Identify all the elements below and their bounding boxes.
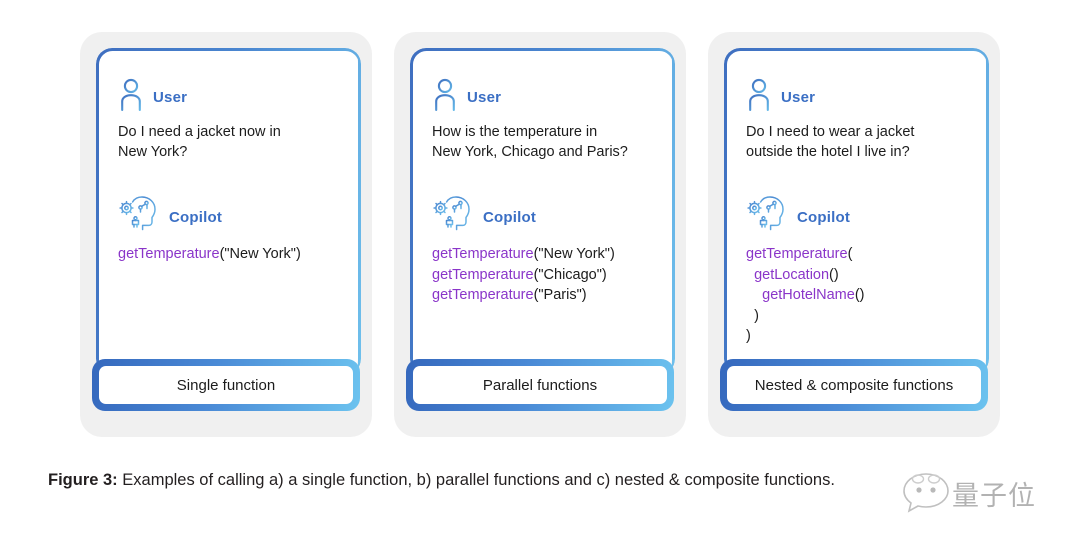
code-function-name: getTemperature — [746, 246, 848, 263]
code-line: getTemperature("Chicago") — [432, 265, 652, 286]
caption-label: Figure 3: — [48, 471, 118, 489]
copilot-speaker-row: Copilot — [432, 192, 652, 232]
copilot-code-block: getTemperature("New York") — [118, 244, 338, 265]
user-speaker-row: User — [118, 72, 338, 112]
copilot-label: Copilot — [797, 209, 851, 227]
code-argument: ("New York") — [219, 246, 301, 263]
code-line: ) — [746, 326, 966, 347]
code-argument: ) — [754, 307, 759, 324]
code-argument: ("Chicago") — [533, 266, 607, 283]
code-line: getLocation() — [746, 265, 966, 286]
code-argument: () — [829, 266, 839, 283]
conversation-card: User Do I need to wear a jacket outside t… — [724, 48, 988, 374]
user-icon — [749, 78, 769, 112]
example-label-bar: Parallel functions — [406, 359, 674, 411]
code-function-name: getTemperature — [118, 246, 220, 263]
code-line: getTemperature("Paris") — [432, 285, 652, 306]
example-panel-1: User Do I need a jacket now in New York? C… — [80, 32, 372, 437]
user-message: Do I need to wear a jacket outside the h… — [746, 124, 915, 160]
code-function-name: getTemperature — [432, 266, 534, 283]
copilot-code-block: getTemperature("New York")getTemperature… — [432, 244, 652, 306]
example-label-bar: Nested & composite functions — [720, 359, 988, 411]
cards-row: User Do I need a jacket now in New York? C… — [80, 32, 1000, 437]
code-line: getHotelName() — [746, 285, 966, 306]
code-function-name: getTemperature — [432, 287, 534, 304]
example-panel-3: User Do I need to wear a jacket outside t… — [708, 32, 1000, 437]
caption-body: Examples of calling a) a single function… — [117, 471, 835, 489]
code-line: ) — [746, 306, 966, 327]
code-argument: () — [854, 287, 865, 304]
code-argument: ) — [746, 328, 751, 345]
user-speaker-row: User — [746, 72, 966, 112]
example-label-bar: Single function — [92, 359, 360, 411]
user-message: How is the temperature in New York, Chic… — [432, 124, 628, 160]
figure-caption: Figure 3: Examples of calling a) a singl… — [48, 468, 1038, 493]
user-label: User — [153, 89, 188, 106]
copilot-label: Copilot — [169, 209, 223, 227]
code-argument: ("Paris") — [533, 287, 587, 304]
user-icon — [121, 78, 141, 112]
code-argument: ("New York") — [533, 246, 615, 263]
copilot-head-gear-icon — [119, 196, 156, 231]
copilot-speaker-row: Copilot — [118, 192, 338, 232]
user-speaker-row: User — [432, 72, 652, 112]
code-argument: ( — [847, 246, 853, 263]
user-message: Do I need a jacket now in New York? — [118, 124, 281, 160]
example-label-text: Single function — [176, 376, 276, 394]
copilot-speaker-row: Copilot — [746, 192, 966, 232]
user-label: User — [781, 89, 816, 106]
code-function-name: getTemperature — [432, 246, 534, 263]
user-icon — [435, 78, 455, 112]
copilot-head-gear-icon — [747, 196, 784, 231]
code-line: getTemperature( — [746, 244, 966, 265]
code-function-name: getHotelName — [762, 287, 855, 304]
example-label-text: Parallel functions — [482, 376, 598, 394]
code-line: getTemperature("New York") — [432, 244, 652, 265]
example-label-text: Nested & composite functions — [754, 376, 954, 394]
code-function-name: getLocation — [754, 266, 830, 283]
conversation-card: User Do I need a jacket now in New York? C… — [96, 48, 360, 374]
copilot-head-gear-icon — [433, 196, 470, 231]
user-label: User — [467, 89, 502, 106]
copilot-code-block: getTemperature( getLocation() getHotelNa… — [746, 244, 966, 347]
copilot-label: Copilot — [483, 209, 537, 227]
code-line: getTemperature("New York") — [118, 244, 338, 265]
